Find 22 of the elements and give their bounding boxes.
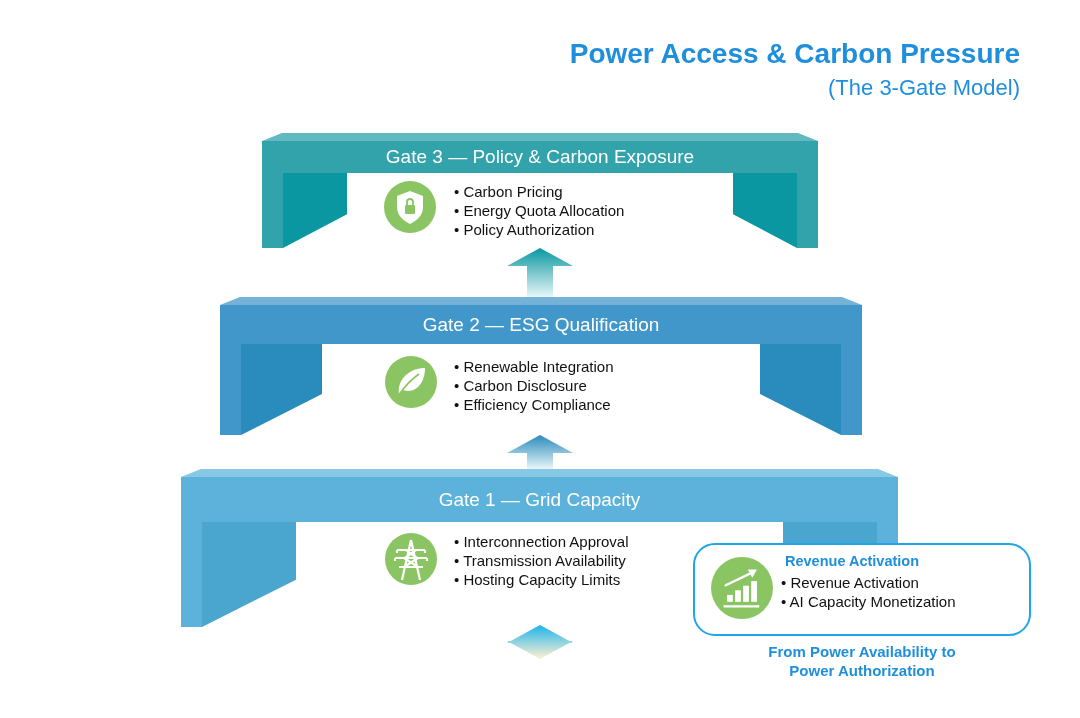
list-item: • Carbon Disclosure <box>454 376 588 395</box>
list-item: • Carbon Pricing <box>454 182 564 201</box>
card-heading: Revenue Activation <box>785 553 920 569</box>
list-item: • Transmission Availability <box>454 551 627 570</box>
list-item: • Policy Authorization <box>454 220 596 239</box>
gate-heading: Gate 3 — Policy & Carbon Exposure <box>384 146 696 168</box>
subtitle: (The 3-Gate Model) <box>828 75 1020 101</box>
block-arrow <box>507 625 573 659</box>
diagram-title: Power Access & Carbon Pressure <box>569 38 1020 70</box>
list-item: • Efficiency Compliance <box>454 395 612 414</box>
list-item: • Interconnection Approval <box>454 532 629 551</box>
block-arrow <box>507 435 573 469</box>
gate-heading: Gate 2 — ESG Qualification <box>421 313 661 336</box>
list-item: • AI Capacity Monetization <box>781 592 956 611</box>
block-arrow <box>507 248 573 297</box>
info-card <box>693 543 1031 636</box>
list-item: • Hosting Capacity Limits <box>454 570 622 589</box>
list-item: • Renewable Integration <box>454 357 614 376</box>
gate-heading: Gate 1 — Grid Capacity <box>437 488 642 511</box>
list-item: • Energy Quota Allocation <box>454 201 625 220</box>
list-item: • Revenue Activation <box>781 573 920 592</box>
card-caption: From Power Availability to Power Authorization <box>767 642 957 680</box>
